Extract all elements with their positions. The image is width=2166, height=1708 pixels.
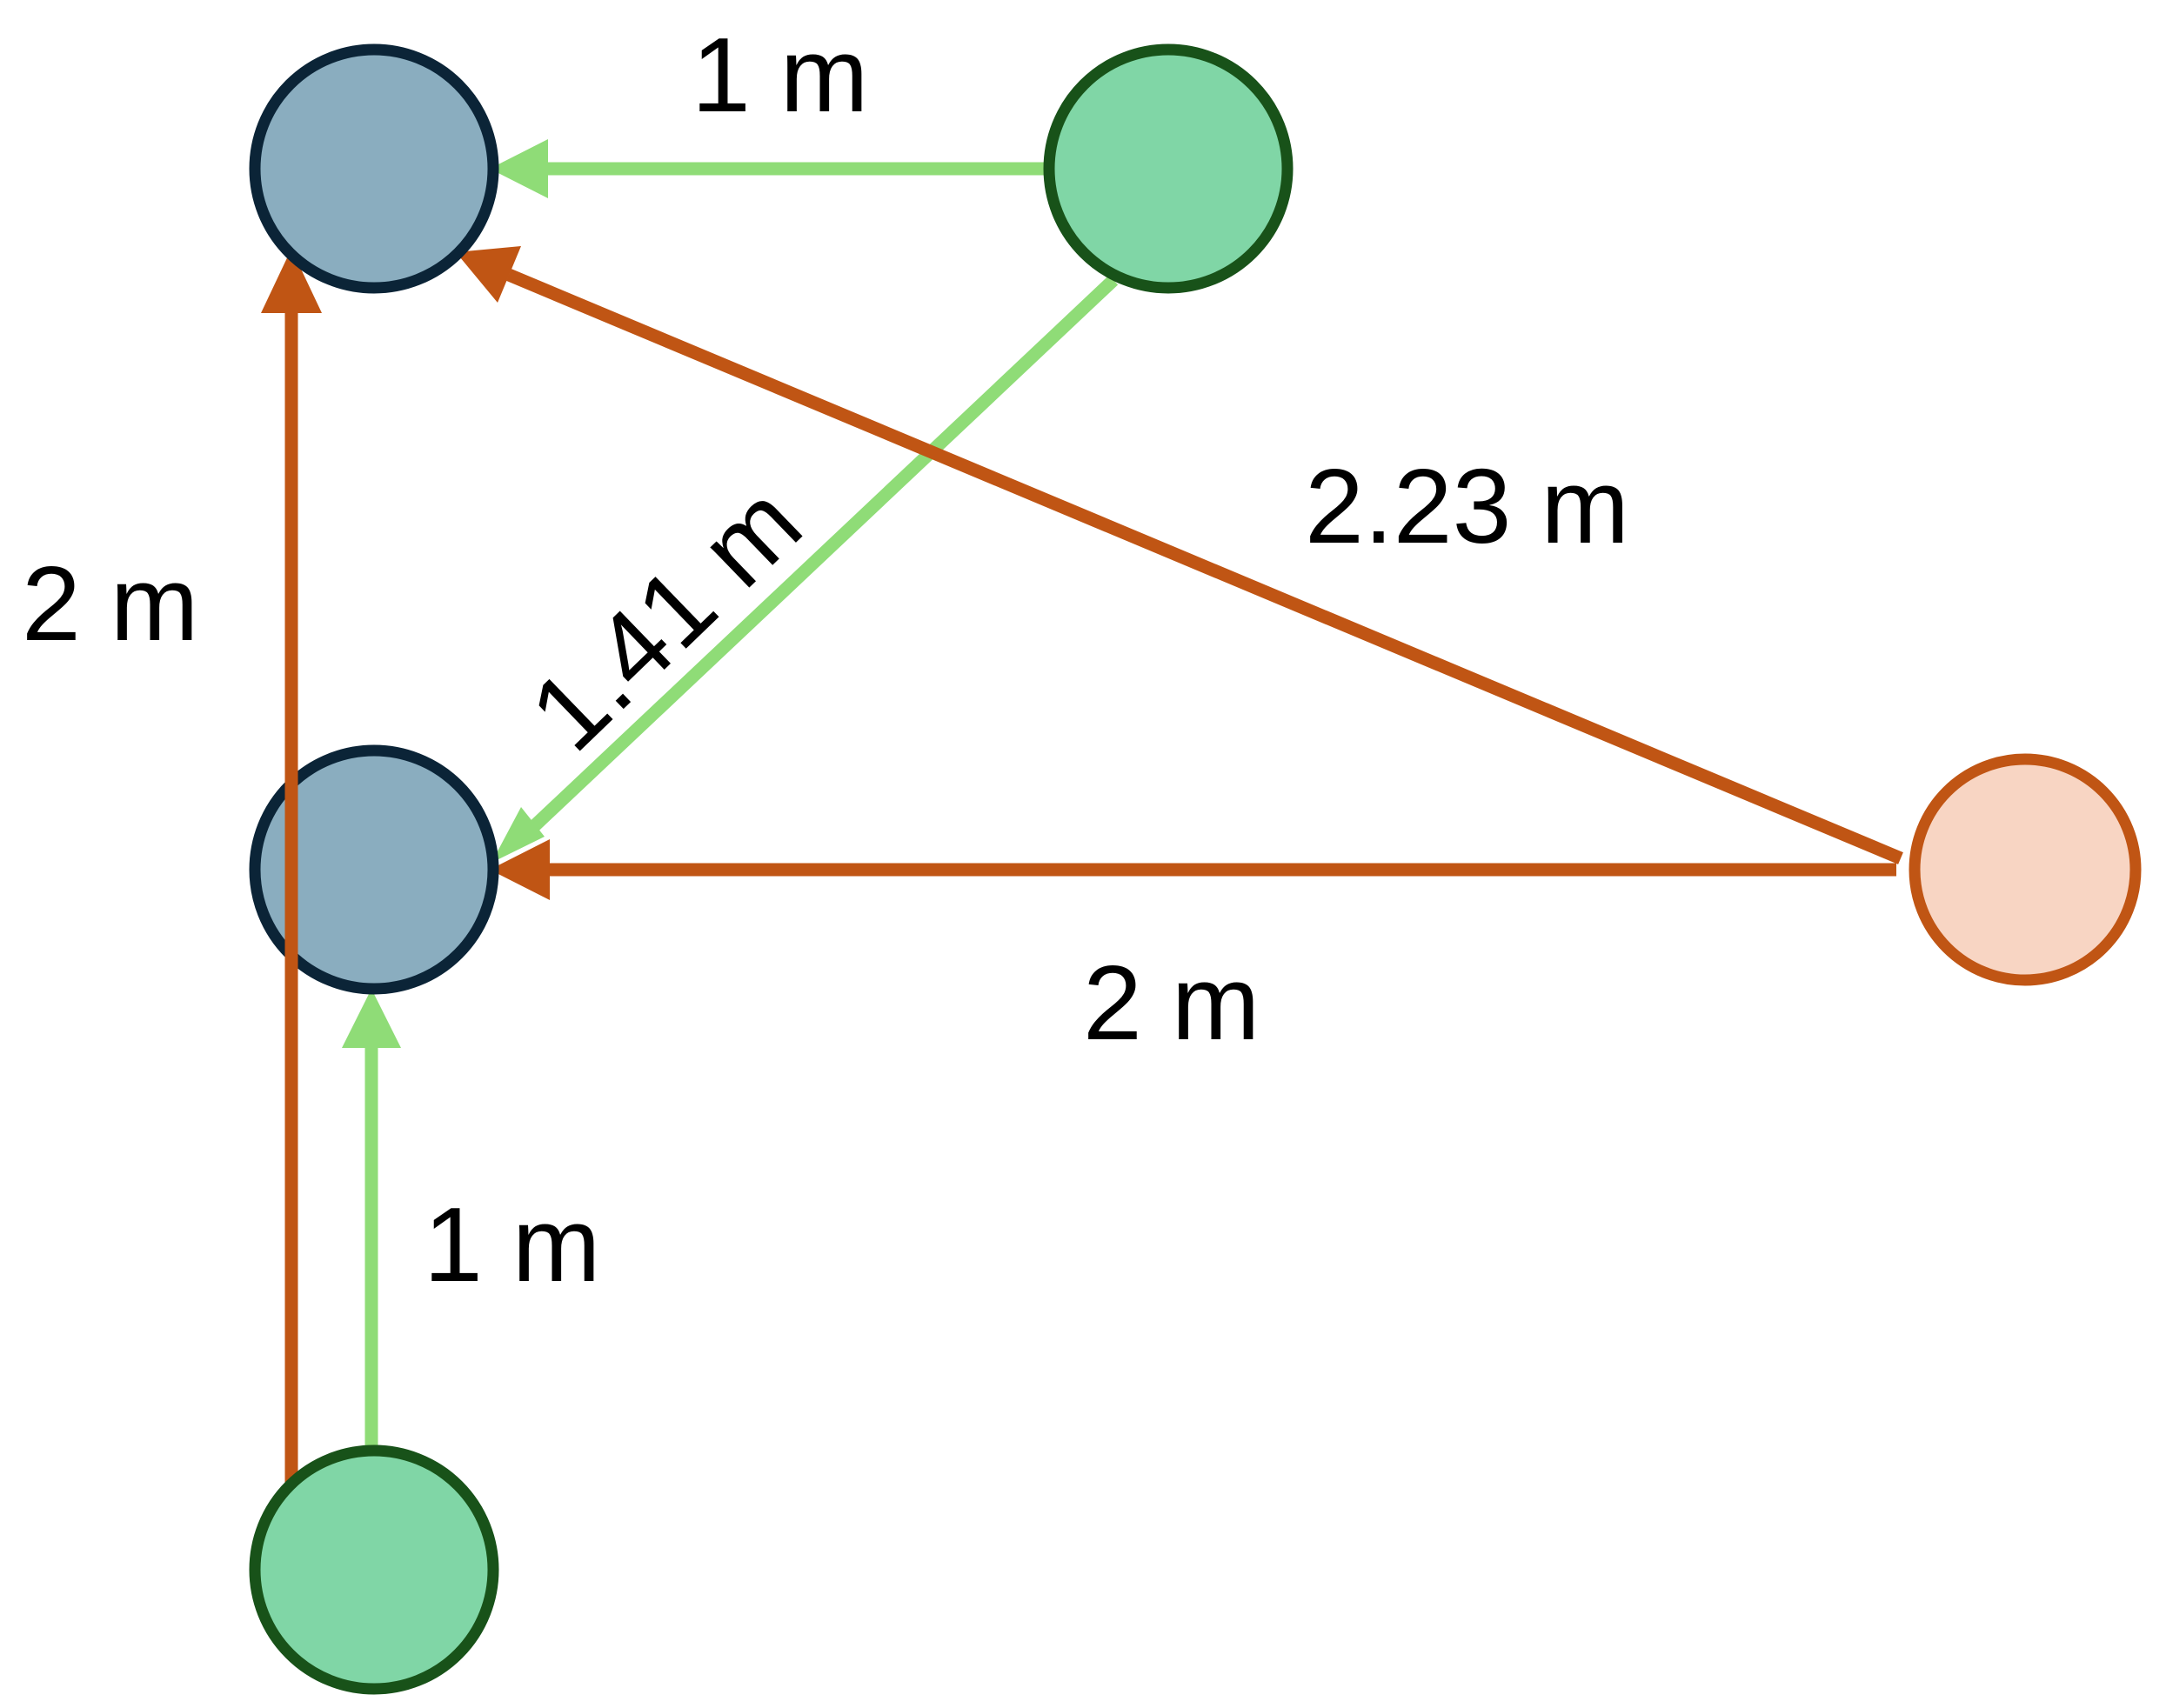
- label-diagonal-green-edge: 1.41 m: [508, 463, 824, 773]
- label-bottom-green-edge: 1 m: [424, 1185, 600, 1304]
- arrowhead-diagonal-green: [491, 807, 545, 863]
- label-left-orange-edge: 2 m: [22, 544, 198, 663]
- label-horizontal-orange-edge: 2 m: [1083, 944, 1260, 1062]
- arrowhead-top-green: [490, 139, 548, 198]
- node-peach-right: [1909, 753, 2142, 986]
- node-green-bottom: [249, 1444, 499, 1695]
- node-blue-middle: [249, 744, 499, 995]
- node-green-top-right: [1043, 43, 1294, 294]
- arrowhead-diagonal-orange: [456, 246, 521, 303]
- arrowhead-left-orange: [261, 249, 322, 313]
- edge-diagonal-orange: [506, 269, 1903, 864]
- edge-diagonal-green: [527, 275, 1119, 833]
- label-diagonal-orange-edge: 2.23 m: [1305, 447, 1629, 565]
- arrowhead-horizontal-orange: [490, 839, 550, 900]
- label-top-green-edge: 1 m: [692, 16, 868, 134]
- arrowhead-bottom-green: [342, 989, 401, 1048]
- node-blue-top: [249, 43, 499, 294]
